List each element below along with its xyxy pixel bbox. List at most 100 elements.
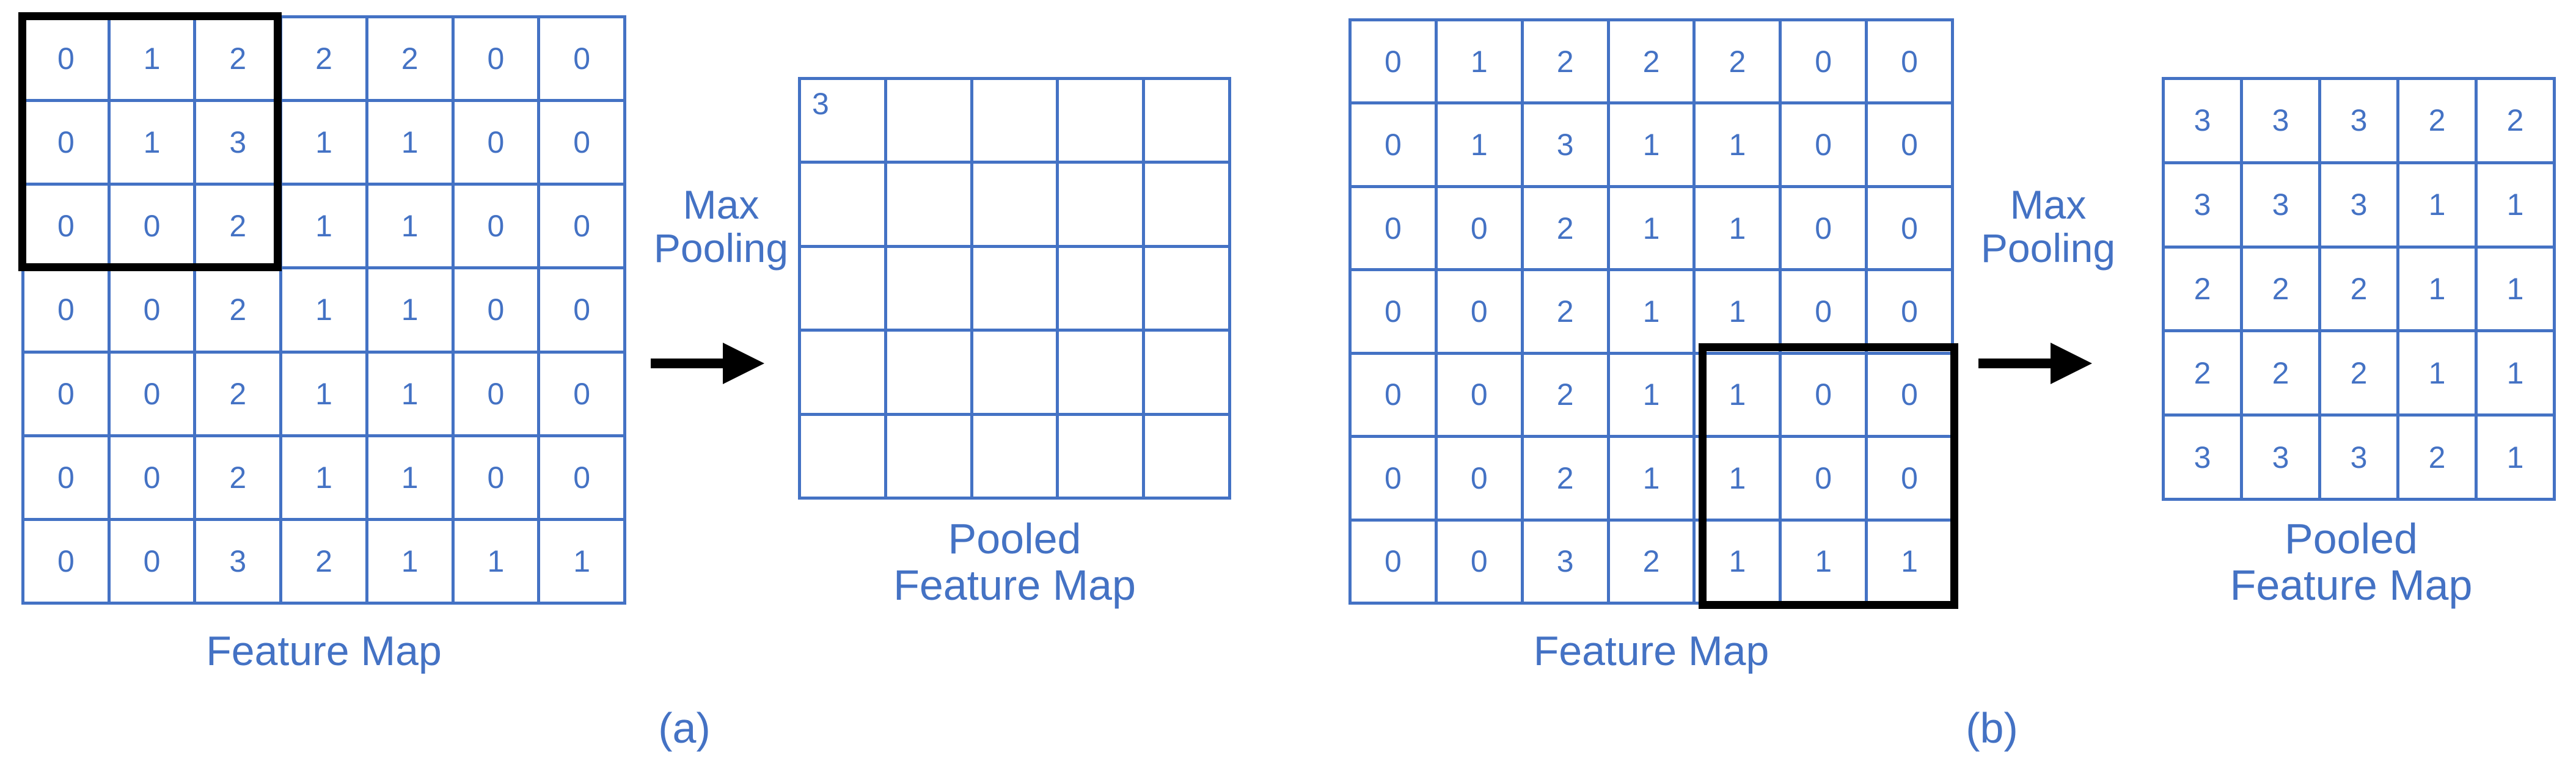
grid-cell: 1 xyxy=(1696,521,1782,605)
grid-cell: 0 xyxy=(1782,438,1868,522)
grid-cell: 1 xyxy=(282,269,368,354)
grid-cell: 1 xyxy=(1609,188,1696,272)
grid-cell xyxy=(1059,415,1146,500)
grid-cell: 3 xyxy=(801,80,887,164)
grid-cell: 0 xyxy=(24,102,111,186)
grid-cell: 2 xyxy=(2321,248,2399,333)
grid-cell: 0 xyxy=(24,18,111,103)
grid-cell: 1 xyxy=(1696,271,1782,355)
grid-cell: 0 xyxy=(110,269,197,354)
grid-cell: 1 xyxy=(282,437,368,521)
grid-cell: 1 xyxy=(368,186,455,270)
grid-cell: 0 xyxy=(1352,354,1438,439)
grid-cell: 1 xyxy=(1609,438,1696,522)
grid-cell: 0 xyxy=(1352,438,1438,522)
grid-cell: 0 xyxy=(1352,188,1438,272)
grid-cell: 1 xyxy=(368,353,455,437)
grid-cell: 2 xyxy=(196,186,283,270)
grid-cell xyxy=(973,247,1059,332)
grid-cell: 3 xyxy=(1523,521,1610,605)
grid-cell xyxy=(1145,164,1231,248)
grid-cell: 2 xyxy=(1609,521,1696,605)
grid-cell: 2 xyxy=(196,18,283,103)
grid-cell: 0 xyxy=(540,269,626,354)
pooled-feature-map-grid-a: 3 xyxy=(798,77,1231,500)
grid-cell: 0 xyxy=(454,186,541,270)
grid-cell: 1 xyxy=(2478,248,2556,333)
grid-cell: 0 xyxy=(1782,188,1868,272)
grid-cell: 0 xyxy=(1352,104,1438,188)
grid-cell: 0 xyxy=(24,353,111,437)
grid-cell: 0 xyxy=(540,18,626,103)
grid-cell: 0 xyxy=(1437,438,1524,522)
grid-cell: 2 xyxy=(196,437,283,521)
grid-cell: 0 xyxy=(1868,354,1954,439)
grid-cell xyxy=(887,80,973,164)
grid-cell: 0 xyxy=(540,186,626,270)
feature-map-label-b: Feature Map xyxy=(1533,628,1769,674)
grid-cell: 2 xyxy=(1523,354,1610,439)
grid-cell: 0 xyxy=(1782,21,1868,105)
grid-cell: 0 xyxy=(454,18,541,103)
grid-cell xyxy=(1145,247,1231,332)
grid-cell: 1 xyxy=(110,102,197,186)
grid-cell: 2 xyxy=(1523,188,1610,272)
grid-cell: 1 xyxy=(368,520,455,605)
grid-cell: 2 xyxy=(1609,21,1696,105)
grid-cell: 2 xyxy=(2399,80,2478,164)
grid-cell: 1 xyxy=(454,520,541,605)
grid-cell: 0 xyxy=(110,353,197,437)
grid-cell xyxy=(801,164,887,248)
grid-cell: 2 xyxy=(368,18,455,103)
grid-cell xyxy=(973,332,1059,416)
grid-cell: 0 xyxy=(1437,354,1524,439)
grid-cell: 2 xyxy=(2478,80,2556,164)
grid-cell: 0 xyxy=(110,186,197,270)
grid-cell: 3 xyxy=(1523,104,1610,188)
grid-cell xyxy=(1059,80,1146,164)
grid-cell xyxy=(887,415,973,500)
grid-cell: 0 xyxy=(540,102,626,186)
grid-cell xyxy=(1059,332,1146,416)
grid-cell: 0 xyxy=(540,353,626,437)
pooled-feature-map-label-a: Pooled Feature Map xyxy=(893,515,1136,609)
grid-cell: 3 xyxy=(2243,417,2321,501)
grid-cell: 0 xyxy=(1782,354,1868,439)
grid-cell: 1 xyxy=(1868,521,1954,605)
grid-cell: 0 xyxy=(24,269,111,354)
grid-cell: 0 xyxy=(1868,188,1954,272)
grid-cell: 0 xyxy=(1782,104,1868,188)
grid-cell: 1 xyxy=(2478,417,2556,501)
grid-cell: 1 xyxy=(1782,521,1868,605)
grid-cell: 3 xyxy=(2321,164,2399,249)
grid-cell: 1 xyxy=(1696,354,1782,439)
grid-cell: 2 xyxy=(2399,417,2478,501)
grid-cell: 1 xyxy=(2399,248,2478,333)
grid-cell: 1 xyxy=(368,437,455,521)
grid-cell: 2 xyxy=(282,18,368,103)
grid-cell xyxy=(973,80,1059,164)
grid-cell: 1 xyxy=(1696,188,1782,272)
grid-cell: 2 xyxy=(196,269,283,354)
grid-cell: 0 xyxy=(1868,104,1954,188)
grid-cell: 3 xyxy=(196,520,283,605)
grid-cell xyxy=(1145,415,1231,500)
right-arrow-icon-b xyxy=(1978,343,2092,384)
grid-cell xyxy=(1145,332,1231,416)
grid-cell xyxy=(1059,247,1146,332)
grid-cell: 1 xyxy=(2399,332,2478,417)
grid-cell: 1 xyxy=(282,353,368,437)
grid-cell xyxy=(801,332,887,416)
grid-cell xyxy=(801,415,887,500)
grid-cell xyxy=(801,247,887,332)
grid-cell: 3 xyxy=(196,102,283,186)
grid-cell xyxy=(1145,80,1231,164)
grid-cell: 3 xyxy=(2243,80,2321,164)
grid-cell: 2 xyxy=(1523,438,1610,522)
grid-cell: 0 xyxy=(1782,271,1868,355)
grid-cell: 0 xyxy=(454,353,541,437)
grid-cell: 2 xyxy=(2165,248,2243,333)
grid-cell: 1 xyxy=(540,520,626,605)
